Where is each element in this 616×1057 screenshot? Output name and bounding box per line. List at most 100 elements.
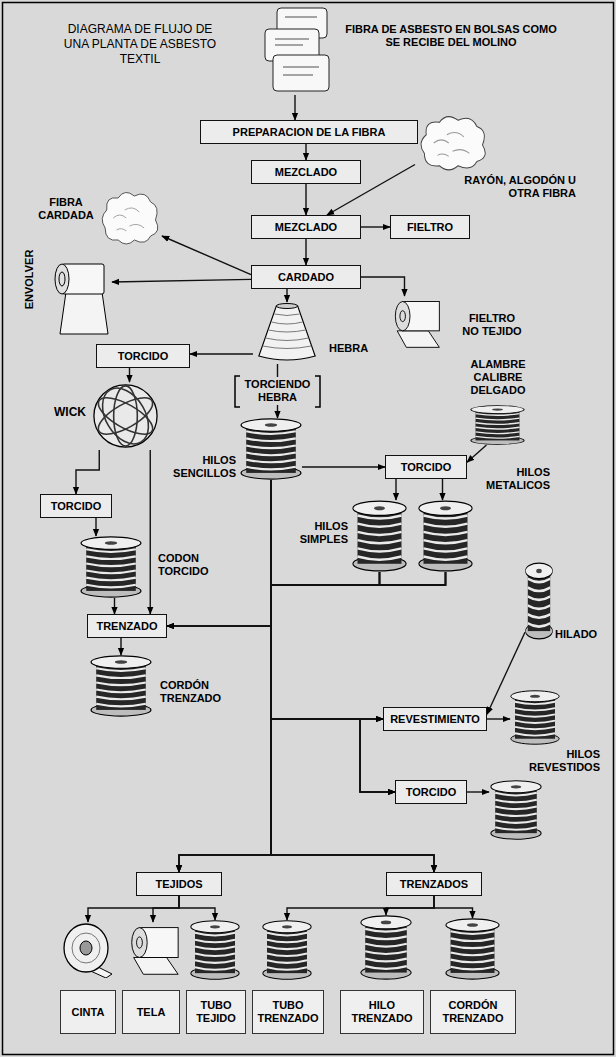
box-label: PREPARACION DE LA FIBRA <box>233 126 386 139</box>
product-label: HILOS SENCILLOS <box>166 454 236 480</box>
process-box: FIELTRO <box>390 215 470 239</box>
tape-illustration <box>64 924 112 978</box>
spool-illustration <box>361 916 411 979</box>
product-label: CODON TORCIDO <box>158 552 220 578</box>
flow-arrow <box>76 450 99 494</box>
flow-arrow <box>271 480 383 719</box>
flow-arrow <box>179 896 215 920</box>
flow-arrow <box>302 466 385 467</box>
frame <box>3 3 614 1055</box>
fiber-illustration <box>421 117 485 170</box>
spool-picture: HILOS REVESTIDOS <box>510 690 560 745</box>
bags-picture: FIBRA DE ASBESTO EN BOLSAS COMO SE RECIB… <box>255 5 335 95</box>
spool-illustration <box>353 501 406 571</box>
spool-picture: ALAMBRE CALIBRE DELGADO <box>470 405 525 445</box>
process-box: TORCIDO <box>385 455 467 479</box>
spool-picture: HILOS METALICOS <box>418 500 473 572</box>
spool-picture: CODON TORCIDO <box>80 536 142 598</box>
cone-illustration <box>259 304 315 361</box>
product-label: ALAMBRE CALIBRE DELGADO <box>463 358 533 397</box>
picture-label: HILOS SIMPLES <box>294 520 348 546</box>
box-label: TORCIDO <box>51 500 102 513</box>
product-label: HILOS SIMPLES <box>294 520 348 546</box>
flow-arrow <box>114 598 115 614</box>
roll-picture: FIELTRO NO TEJIDO <box>388 296 443 351</box>
flow-arrow <box>467 791 489 792</box>
box-label: TORCIDO <box>401 461 452 474</box>
flow-arrow <box>386 896 434 915</box>
cone-picture: HEBRA <box>253 302 321 364</box>
edge-label-patch: TORCIENDO HEBRA <box>239 377 317 405</box>
flow-arrow <box>167 572 446 626</box>
product-label: CORDÓN TRENZADO <box>160 679 234 705</box>
ball-picture: WICK <box>88 382 163 450</box>
spool-picture: HILO TRENZADO <box>360 915 412 980</box>
flow-arrow <box>271 572 446 792</box>
flow-arrow <box>361 277 405 296</box>
flow-arrow <box>305 184 306 215</box>
spool-illustration <box>471 406 524 445</box>
lap-illustration <box>55 264 108 334</box>
flow-arrow <box>487 718 510 719</box>
flow-arrow <box>271 572 395 792</box>
product-label-box: HILO TRENZADO <box>340 990 424 1034</box>
flow-arrow <box>361 226 390 227</box>
process-box: PREPARACION DE LA FIBRA <box>200 120 418 144</box>
flow-arrow <box>487 632 525 714</box>
picture-label: FIBRA DE ASBESTO EN BOLSAS COMO SE RECIB… <box>340 23 562 49</box>
flow-arrow <box>112 279 251 282</box>
box-label: TORCIDO <box>406 786 457 799</box>
picture-label: HEBRA <box>329 342 379 355</box>
product-label: TUBO TEJIDO <box>191 999 241 1025</box>
spool-picture: HILOS SIMPLES <box>352 500 407 572</box>
flow-arrow <box>95 518 96 536</box>
roll-illustration <box>395 302 439 348</box>
box-label: CARDADO <box>278 271 334 284</box>
box-label: TRENZADO <box>96 620 157 633</box>
fiber-illustration <box>102 192 158 244</box>
picture-label: CORDÓN TRENZADO <box>160 679 234 705</box>
product-label-box: CINTA <box>60 990 116 1034</box>
picture-label: RAYÓN, ALGODÓN U OTRA FIBRA <box>450 174 576 200</box>
flow-arrow <box>305 144 306 160</box>
process-box: TRENZADOS <box>386 872 482 896</box>
process-box: TORCIDO <box>40 494 112 518</box>
diagram-title: DIAGRAMA DE FLUJO DE UNA PLANTA DE ASBES… <box>55 22 225 67</box>
fiber-picture: RAYÓN, ALGODÓN U OTRA FIBRA <box>415 112 490 174</box>
spool-illustration <box>419 501 472 571</box>
lap-picture: ENVOLVER <box>52 258 112 338</box>
flow-arrow <box>286 289 287 302</box>
product-label: TELA <box>137 1006 166 1019</box>
box-label: TEJIDOS <box>155 878 202 891</box>
picture-label: CODON TORCIDO <box>158 552 220 578</box>
spool-illustration <box>191 921 239 979</box>
spool-picture: TUBO TRENZADO <box>262 920 312 980</box>
product-label: HILADO <box>555 628 607 641</box>
picture-label: HILOS SENCILLOS <box>166 454 236 480</box>
bags-illustration <box>265 8 329 91</box>
flow-arrow <box>395 479 396 500</box>
flow-arrow <box>287 896 434 920</box>
fiber-picture: FIBRA CARDADA <box>97 188 162 248</box>
spool-illustration <box>81 537 141 597</box>
flow-arrow <box>434 896 473 918</box>
flow-arrow <box>190 353 253 354</box>
product-label: HILOS METALICOS <box>472 466 550 492</box>
box-label: MEZCLADO <box>275 166 337 179</box>
box-label: MEZCLADO <box>275 221 337 234</box>
process-box: TORCIDO <box>96 344 190 368</box>
picture-label: ENVOLVER <box>23 230 36 330</box>
product-label: ENVOLVER <box>23 230 36 330</box>
picture-label: HILOS METALICOS <box>472 466 550 492</box>
roll-picture: TELA <box>124 922 182 978</box>
product-label: HEBRA <box>329 342 379 355</box>
picture-label: HILOS REVESTIDOS <box>508 748 600 774</box>
product-label: FIBRA CARDADA <box>36 196 96 222</box>
process-box: TEJIDOS <box>136 872 222 896</box>
box-label: FIELTRO <box>407 221 453 234</box>
spool-illustration <box>91 656 151 716</box>
flow-arrow <box>271 572 383 719</box>
